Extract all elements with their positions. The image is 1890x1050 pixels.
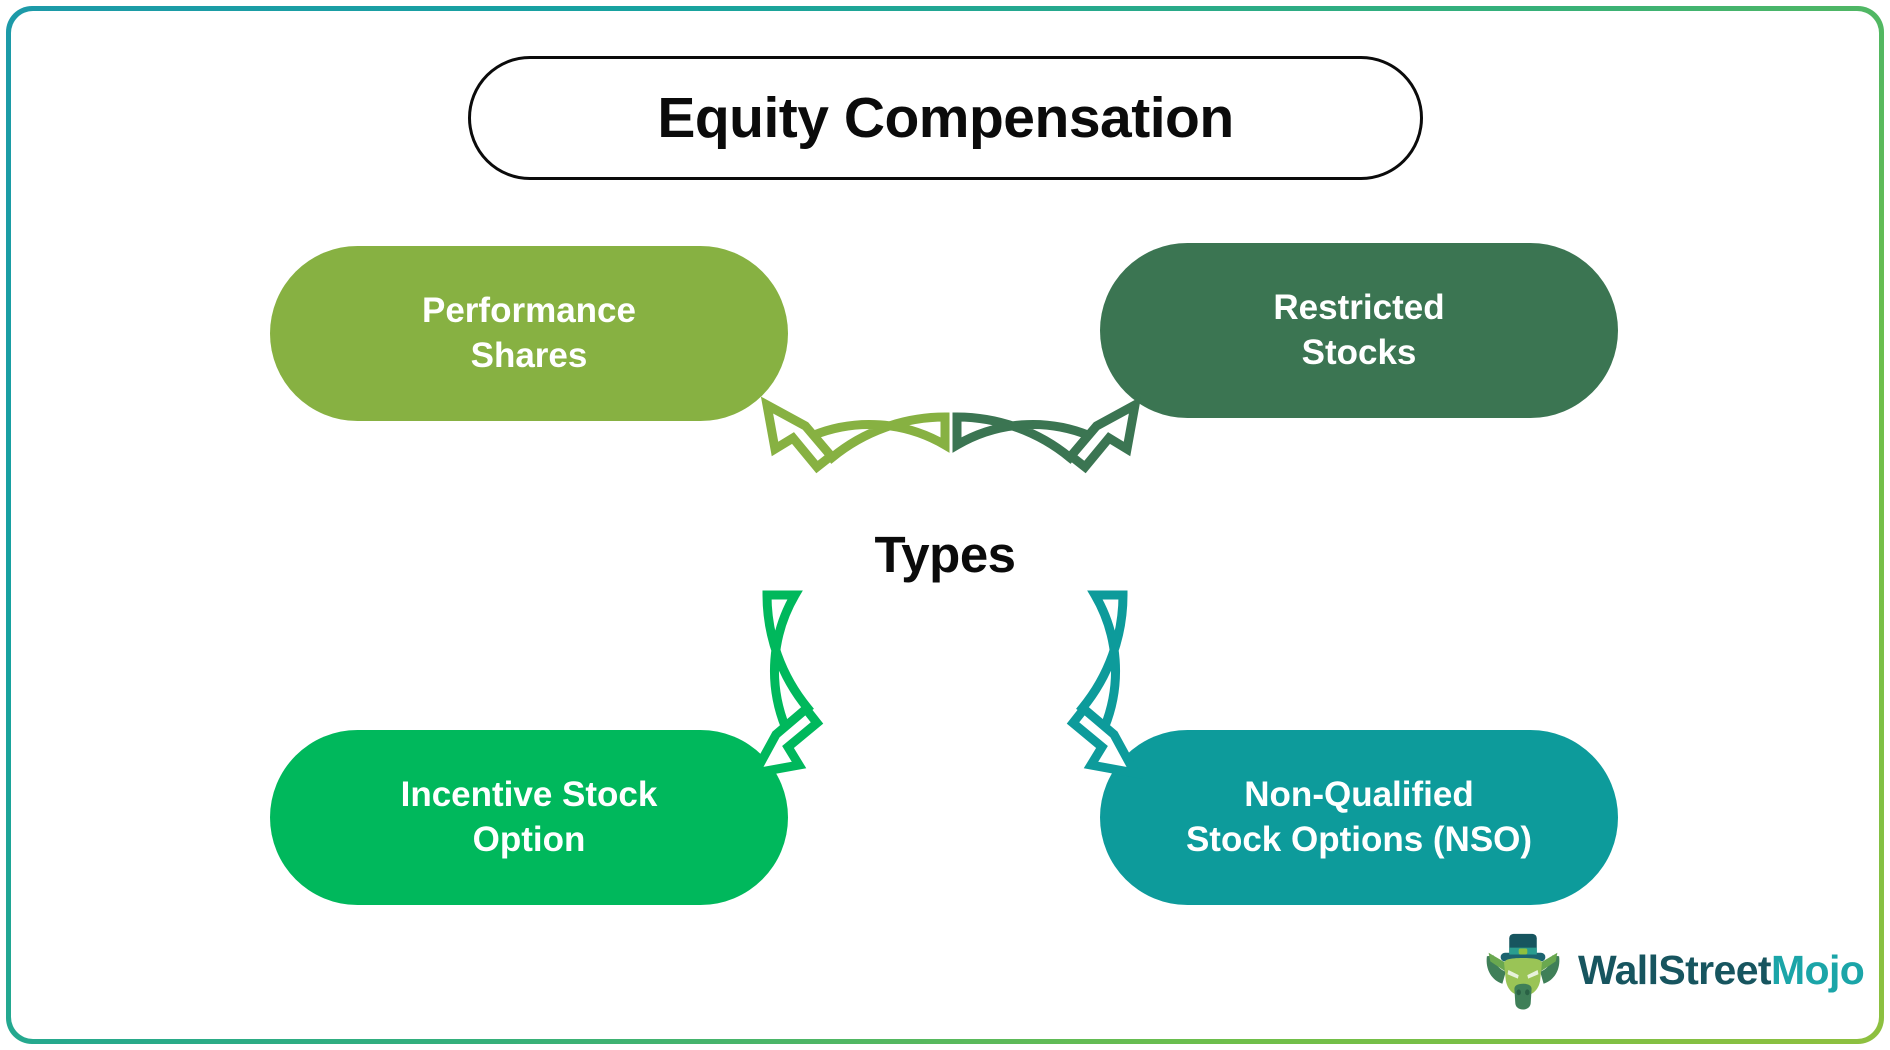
page-title-pill: Equity Compensation [468, 56, 1423, 180]
arrow-head-bottom-left [746, 702, 824, 780]
type-label-line-2: Shares [470, 335, 588, 375]
arrow-head-top-left [760, 396, 838, 474]
cycle-arrows-diagram [746, 396, 1144, 780]
bull-mascot-icon [1486, 933, 1560, 1010]
arc-ribbon-top-right [952, 412, 1097, 464]
type-label-line-2: Stock Options (NSO) [1185, 819, 1533, 859]
cycle-arrow-incentive-stock-option [746, 590, 824, 780]
brand-wordmark-part2: Mojo [1770, 946, 1865, 993]
page-title: Equity Compensation [657, 86, 1234, 150]
arrow-head-top-right [1064, 396, 1142, 474]
type-label-line-1: Non-Qualified [1244, 774, 1474, 814]
type-label-line-2: Stocks [1301, 332, 1417, 372]
type-label-non-qualified-stock-options: Non-Qualified Stock Options (NSO) [1186, 773, 1532, 863]
type-label-incentive-stock-option: Incentive Stock Option [401, 773, 658, 863]
brand-wordmark-part1: WallStreet [1578, 946, 1772, 993]
arrow-head-bottom-right [1066, 702, 1144, 780]
type-label-performance-shares: Performance Shares [422, 289, 636, 379]
type-card-performance-shares[interactable]: Performance Shares [270, 246, 788, 421]
cycle-arrow-restricted-stocks [952, 396, 1142, 474]
type-card-incentive-stock-option[interactable]: Incentive Stock Option [270, 730, 788, 905]
cycle-center-label: Types [874, 526, 1016, 583]
type-card-non-qualified-stock-options[interactable]: Non-Qualified Stock Options (NSO) [1100, 730, 1618, 905]
brand-wordmark: WallStreetMojo [1578, 946, 1865, 994]
type-label-restricted-stocks: Restricted Stocks [1273, 286, 1444, 376]
brand-logo[interactable]: WallStreetMojo [1480, 920, 1870, 1020]
type-label-line-1: Restricted [1273, 287, 1445, 327]
type-card-restricted-stocks[interactable]: Restricted Stocks [1100, 243, 1618, 418]
type-label-line-2: Option [472, 819, 586, 859]
cycle-arrow-non-qualified-stock-options [1066, 590, 1144, 780]
type-label-line-1: Performance [422, 290, 636, 330]
cycle-arrow-performance-shares [760, 396, 950, 474]
type-label-line-1: Incentive Stock [400, 774, 658, 814]
